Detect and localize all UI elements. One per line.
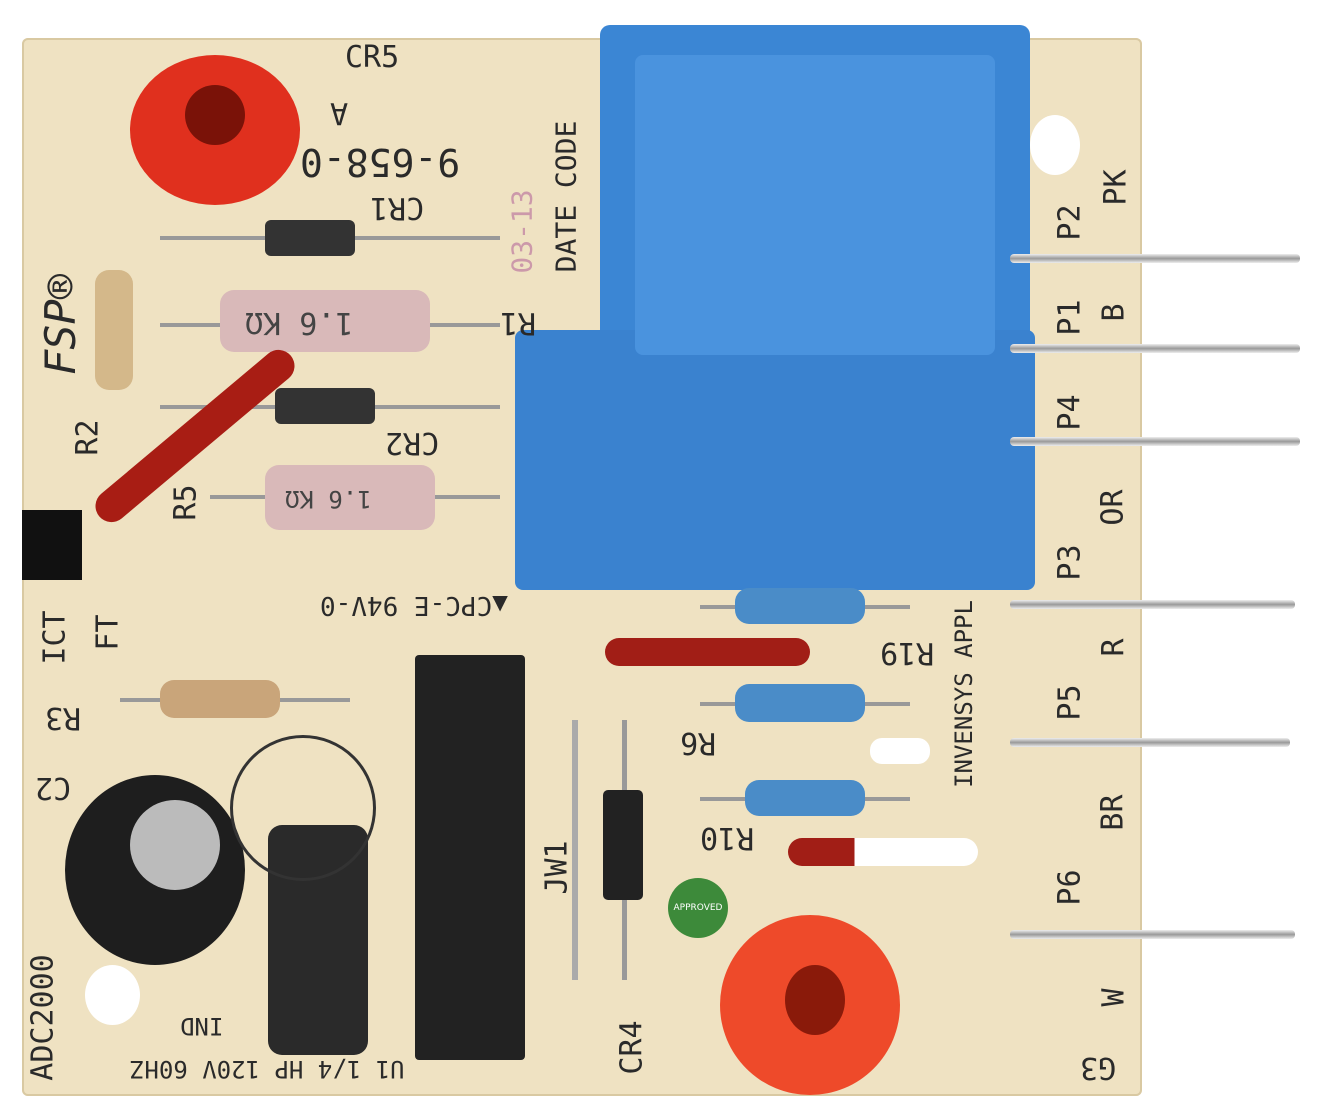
terminal-hole bbox=[185, 85, 245, 145]
pin-color-w: W bbox=[1096, 988, 1132, 1007]
pin-p1 bbox=[1010, 344, 1300, 353]
pin-label-p5: P5 bbox=[1052, 684, 1088, 721]
resistor-r3 bbox=[160, 680, 280, 718]
label-r19: R19 bbox=[880, 635, 935, 670]
label-date-code: DATE CODE bbox=[549, 120, 583, 273]
pin-p2 bbox=[1010, 254, 1300, 263]
pin-label-p1: P1 bbox=[1052, 299, 1088, 336]
label-a: A bbox=[330, 95, 349, 130]
jumper-jw1 bbox=[572, 720, 578, 980]
black-label bbox=[22, 510, 82, 580]
pin-label-p4: P4 bbox=[1052, 394, 1088, 431]
label-cr4: CR4 bbox=[614, 1020, 650, 1075]
label-cpc: ▲CPC-E 94V-0 bbox=[320, 590, 508, 620]
label-ind: IND bbox=[180, 1012, 224, 1040]
pin-label-p2: P2 bbox=[1052, 204, 1088, 241]
label-invensys: INVENSYS APPL bbox=[949, 600, 978, 788]
resistor-r5-value: 1.6 KΩ bbox=[285, 485, 372, 513]
pin-color-br: BR bbox=[1095, 794, 1131, 831]
label-r6: R6 bbox=[680, 725, 717, 760]
resistor-r1 bbox=[220, 290, 430, 352]
pin-p5 bbox=[1010, 738, 1290, 747]
pin-color-b: B bbox=[1096, 303, 1132, 322]
red-marking bbox=[788, 838, 978, 866]
pin-color-r: R bbox=[1096, 638, 1132, 657]
resistor-r2 bbox=[95, 270, 133, 390]
fsp-logo: FSP® bbox=[36, 273, 86, 376]
label-cr5: CR5 bbox=[345, 40, 400, 75]
red-marking bbox=[605, 638, 810, 666]
pin-p4 bbox=[1010, 437, 1300, 446]
capacitor-outline bbox=[230, 735, 376, 881]
label-rating: U1 1/4 HP 120V 60HZ bbox=[130, 1055, 405, 1083]
label-date-value: 03-13 bbox=[505, 189, 539, 274]
pin-color-pk: PK bbox=[1098, 169, 1134, 206]
pin-p3 bbox=[1010, 600, 1295, 609]
resistor-r6 bbox=[735, 684, 865, 722]
terminal-hole bbox=[785, 965, 845, 1035]
label-r10: R10 bbox=[700, 820, 755, 855]
pin-label-p3: P3 bbox=[1052, 544, 1088, 581]
white-marking bbox=[870, 738, 930, 764]
mount-hole bbox=[1030, 115, 1080, 175]
badge-text: APPROVED bbox=[673, 903, 723, 913]
label-c2: C2 bbox=[35, 770, 72, 805]
mount-hole bbox=[85, 965, 140, 1025]
label-part-number: 9-658-0 bbox=[300, 140, 461, 184]
resistor-r10 bbox=[745, 780, 865, 816]
capacitor-top bbox=[130, 800, 220, 890]
approved-badge: APPROVED bbox=[668, 878, 728, 938]
label-r2: R2 bbox=[70, 419, 106, 456]
label-g3: G3 bbox=[1080, 1050, 1117, 1085]
resistor-r5 bbox=[265, 465, 435, 530]
label-cr2: CR2 bbox=[385, 425, 440, 460]
ic-u1 bbox=[415, 655, 525, 1060]
label-r3: R3 bbox=[45, 700, 82, 735]
resistor-r19 bbox=[735, 588, 865, 624]
pin-p6 bbox=[1010, 930, 1295, 939]
label-ict: ICT bbox=[37, 610, 73, 665]
label-r1: R1 bbox=[500, 305, 537, 340]
pin-color-or: OR bbox=[1095, 489, 1131, 526]
diode-cr4 bbox=[603, 790, 643, 900]
label-cr1: CR1 bbox=[370, 190, 425, 225]
label-adc2000: ADC2000 bbox=[25, 954, 61, 1081]
resistor-r1-value: 1.6 KΩ bbox=[245, 305, 354, 340]
label-jw1: JW1 bbox=[539, 840, 575, 895]
label-r5: R5 bbox=[168, 484, 204, 521]
pin-label-p6: P6 bbox=[1052, 869, 1088, 906]
diode-cr1 bbox=[265, 220, 355, 256]
relay-top bbox=[635, 55, 995, 355]
label-ft: FT bbox=[90, 614, 126, 651]
diode-cr2 bbox=[275, 388, 375, 424]
relay-lower bbox=[515, 330, 1035, 590]
